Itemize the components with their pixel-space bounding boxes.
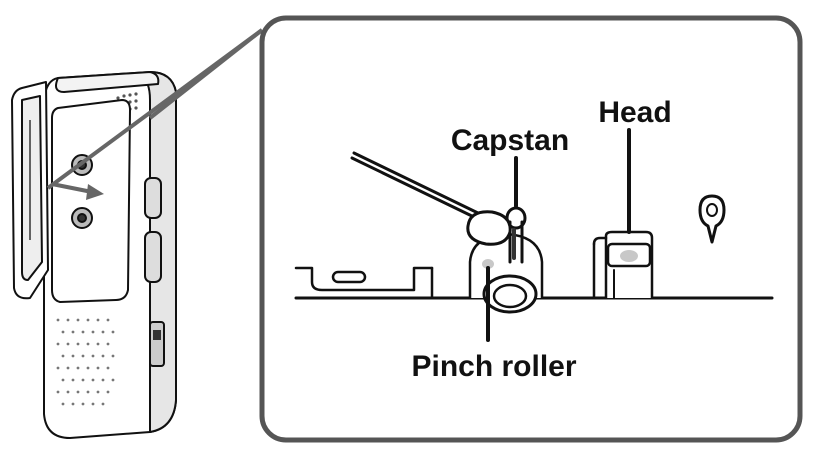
side-button xyxy=(145,178,161,218)
left-slot xyxy=(333,272,365,282)
reel-spindle-bottom xyxy=(72,208,92,228)
recorder-illustration xyxy=(12,72,176,438)
head-gap xyxy=(620,250,638,262)
slide-switch xyxy=(150,322,164,366)
head-label: Head xyxy=(598,96,671,129)
side-button-lower xyxy=(145,232,161,282)
capstan-label: Capstan xyxy=(451,124,569,157)
pinch-roller-label: Pinch roller xyxy=(411,350,576,383)
swab-tip xyxy=(468,212,510,244)
open-lid-inner xyxy=(22,96,42,280)
cassette-compartment xyxy=(52,100,130,302)
